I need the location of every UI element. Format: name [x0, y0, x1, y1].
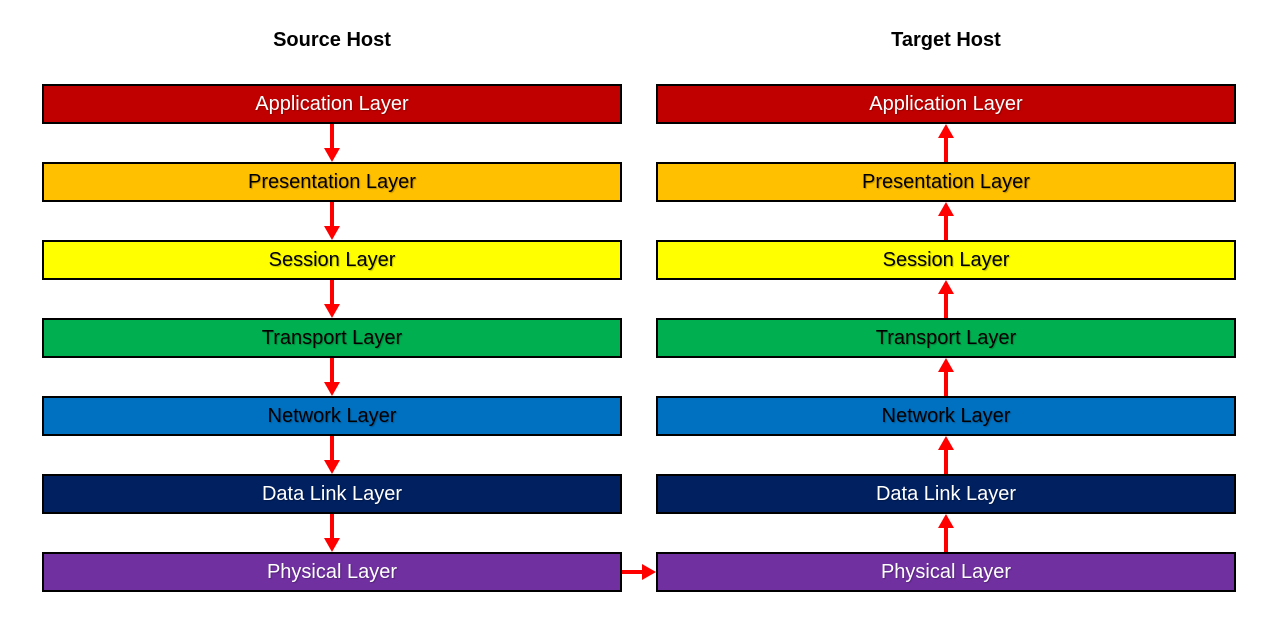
target-physical-layer: Physical Layer: [656, 552, 1236, 592]
source-host-title: Source Host: [273, 29, 391, 51]
target-transport-layer: Transport Layer: [656, 318, 1236, 358]
source-down-arrow: [324, 436, 340, 474]
target-up-arrow: [938, 514, 954, 552]
target-up-arrow: [938, 358, 954, 396]
source-down-arrow: [324, 514, 340, 552]
source-down-arrow: [324, 124, 340, 162]
source-data-link-layer: Data Link Layer: [42, 474, 622, 514]
source-network-layer: Network Layer: [42, 396, 622, 436]
source-down-arrow: [324, 280, 340, 318]
target-data-link-layer: Data Link Layer: [656, 474, 1236, 514]
target-network-layer: Network Layer: [656, 396, 1236, 436]
source-application-layer: Application Layer: [42, 84, 622, 124]
source-down-arrow: [324, 202, 340, 240]
source-presentation-layer: Presentation Layer: [42, 162, 622, 202]
source-down-arrow: [324, 358, 340, 396]
target-presentation-layer: Presentation Layer: [656, 162, 1236, 202]
source-transport-layer: Transport Layer: [42, 318, 622, 358]
target-up-arrow: [938, 124, 954, 162]
target-host-title: Target Host: [891, 29, 1001, 51]
physical-link-arrow: [622, 564, 656, 580]
target-application-layer: Application Layer: [656, 84, 1236, 124]
source-physical-layer: Physical Layer: [42, 552, 622, 592]
target-session-layer: Session Layer: [656, 240, 1236, 280]
target-up-arrow: [938, 436, 954, 474]
target-up-arrow: [938, 280, 954, 318]
target-up-arrow: [938, 202, 954, 240]
source-session-layer: Session Layer: [42, 240, 622, 280]
